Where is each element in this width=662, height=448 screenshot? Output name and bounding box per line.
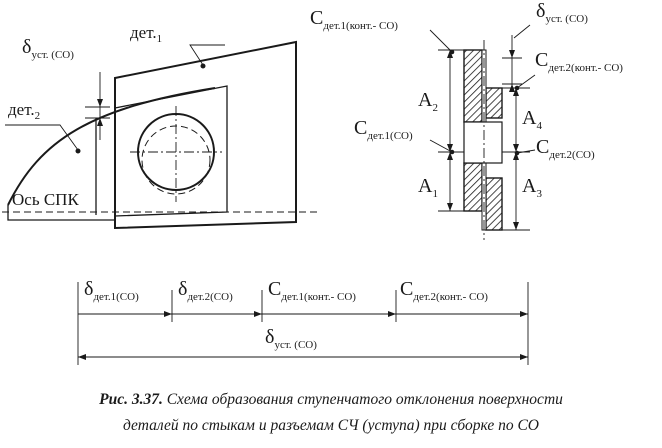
part1-section-upper xyxy=(463,49,483,123)
chain-seg1-label: δдет.1(СО) xyxy=(84,278,139,303)
mid-left-c-label: Сдет.1(СО) xyxy=(354,117,413,142)
delta-mount-label: δуст. (СО) xyxy=(22,36,74,61)
chain-seg2-label: δдет.2(СО) xyxy=(178,278,233,303)
mid-left-c-leader xyxy=(429,139,453,153)
section-mid-zone xyxy=(463,121,503,164)
dimension-chain: δдет.1(СО) δдет.2(СО) Сдет.1(конт.- СО) … xyxy=(77,278,529,365)
delta-mount-dimension xyxy=(85,72,110,140)
a2-label: A2 xyxy=(418,89,438,114)
assembly-view: δуст. (СО) дет.1 дет.2 Ось СПК xyxy=(2,23,320,230)
top-right-delta-label: δуст. (СО) xyxy=(536,0,588,25)
caption-line2: деталей по стыкам и разъемам СЧ (уступа)… xyxy=(123,417,539,434)
a1-label: A1 xyxy=(418,175,438,200)
right-c-top-label: Сдет.2(конт.- СО) xyxy=(535,49,623,74)
axis-label: Ось СПК xyxy=(12,190,79,209)
part2-label: дет.2 xyxy=(8,100,40,122)
top-delta-leader xyxy=(513,24,531,39)
top-left-c-label: Сдет.1(конт.- СО) xyxy=(310,7,398,32)
part2-curve xyxy=(7,87,216,206)
part2-leader xyxy=(5,124,79,151)
part1-leader-dot xyxy=(200,63,206,69)
section-view: Сдет.1(конт.- СО) δуст. (СО) Сдет.2(конт… xyxy=(310,0,623,240)
a3-label: A3 xyxy=(522,175,542,200)
part1-label: дет.1 xyxy=(130,23,162,45)
top-left-c-leader xyxy=(429,29,453,53)
part1-inner-contour xyxy=(114,85,228,217)
chain-seg4-label: Сдет.2(конт.- СО) xyxy=(400,278,488,303)
delta-arrow-top xyxy=(97,99,103,107)
caption-line1: Рис. 3.37. Схема образования ступенчатог… xyxy=(99,391,563,408)
part2-leader-dot xyxy=(75,148,81,154)
part1-outline xyxy=(114,40,297,230)
mid-right-c-label: Сдет.2(СО) xyxy=(536,136,595,161)
chain-ticks xyxy=(77,282,529,365)
chain-seg3-label: Сдет.1(конт.- СО) xyxy=(268,278,356,303)
part2-section-upper xyxy=(485,87,503,119)
a4-label: A4 xyxy=(522,107,542,132)
part2-section-lower xyxy=(485,177,503,231)
right-c-top-leader xyxy=(516,74,536,89)
part2-lower-edge xyxy=(7,205,115,221)
part1-section-lower xyxy=(463,162,483,212)
figure-caption: Рис. 3.37. Схема образования ступенчатог… xyxy=(99,391,563,434)
part1-leader xyxy=(189,44,225,66)
mid-right-c-leader xyxy=(516,149,536,154)
delta-arrow-bottom xyxy=(97,118,103,126)
chain-total-label: δуст. (СО) xyxy=(265,326,317,351)
